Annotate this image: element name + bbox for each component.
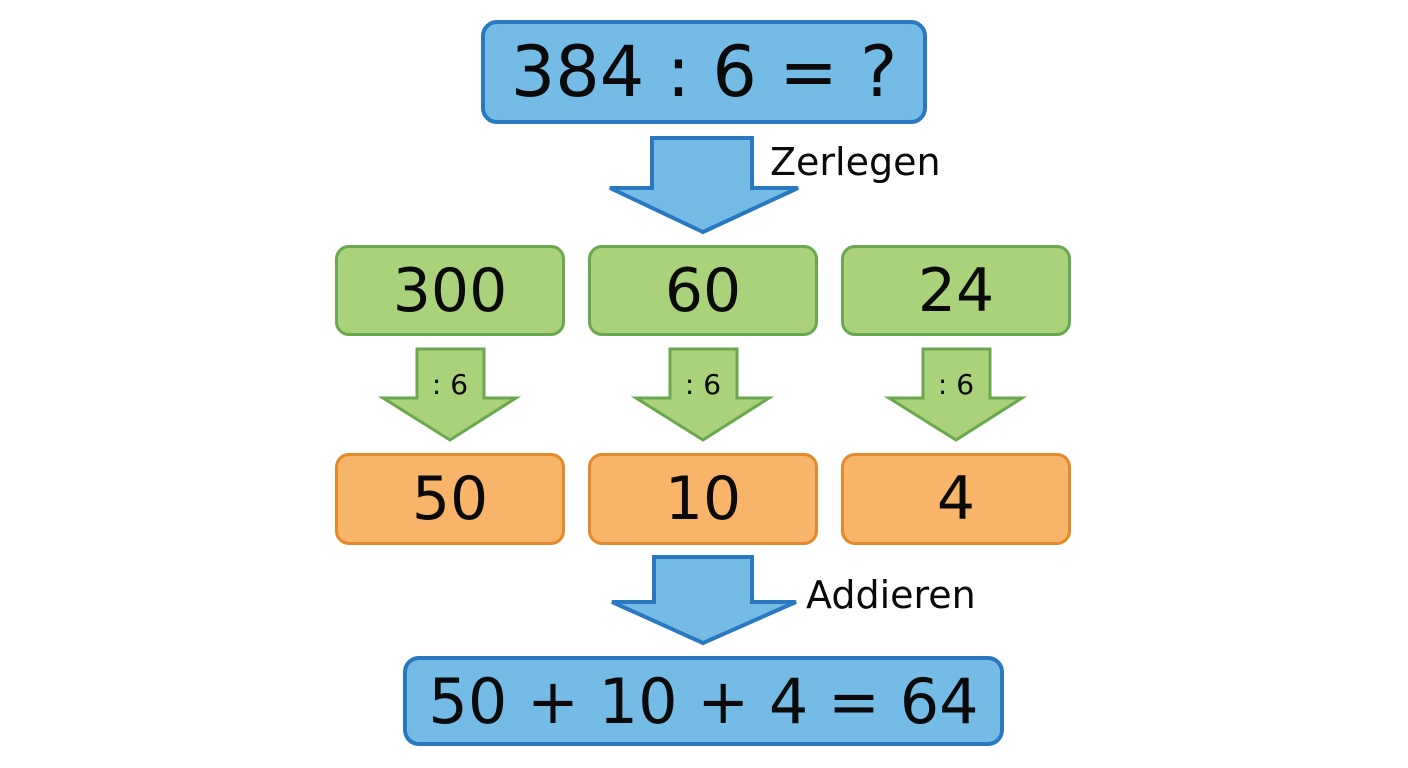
- result-box: 4: [841, 453, 1071, 545]
- result-box: 10: [588, 453, 818, 545]
- divide-label: : 6: [431, 368, 469, 401]
- part-box: 60: [588, 245, 818, 336]
- divide-label: : 6: [937, 368, 975, 401]
- step-label-add: Addieren: [806, 573, 976, 617]
- result-box: 50: [335, 453, 565, 545]
- final-box: 50 + 10 + 4 = 64: [403, 656, 1004, 746]
- down-arrow-icon: [609, 136, 799, 235]
- down-arrow-icon: [377, 347, 522, 442]
- down-arrow-icon: [883, 347, 1028, 442]
- problem-box: 384 : 6 = ?: [481, 20, 927, 124]
- down-arrow-icon: [611, 555, 797, 646]
- part-box: 24: [841, 245, 1071, 336]
- part-box: 300: [335, 245, 565, 336]
- step-label-decompose: Zerlegen: [770, 140, 941, 184]
- divide-label: : 6: [684, 368, 722, 401]
- down-arrow-icon: [630, 347, 775, 442]
